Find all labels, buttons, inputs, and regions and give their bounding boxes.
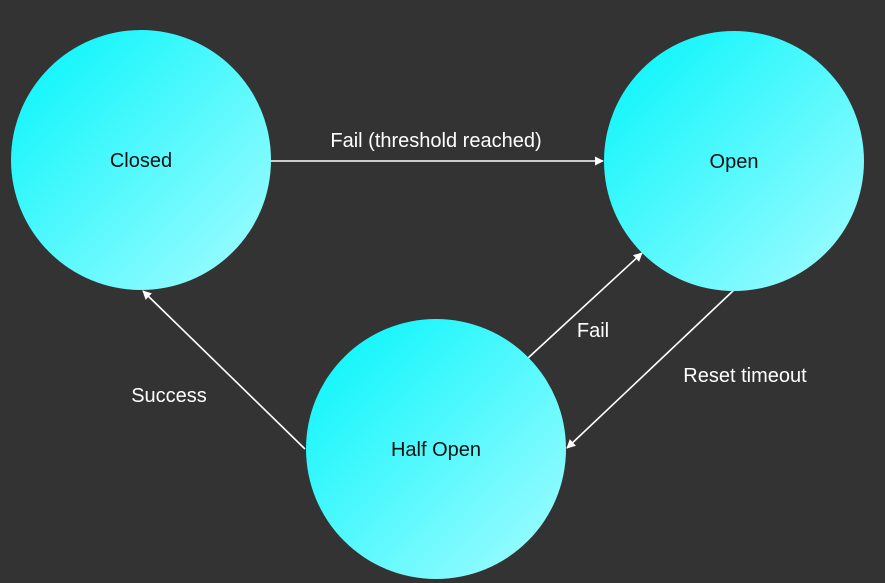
edge-label-half-open-to-closed: Success bbox=[131, 385, 207, 407]
edge-half-open-to-closed bbox=[142, 290, 306, 450]
state-label-open: Open bbox=[710, 151, 759, 173]
state-circle-open bbox=[604, 31, 864, 291]
state-node-half-open: Half Open bbox=[306, 319, 566, 579]
state-label-closed: Closed bbox=[110, 150, 172, 172]
edge-label-open-to-half-open: Reset timeout bbox=[683, 365, 807, 387]
edge-open-to-half-open bbox=[566, 288, 736, 449]
state-circle-half-open bbox=[306, 319, 566, 579]
edge-label-closed-to-open: Fail (threshold reached) bbox=[330, 130, 541, 152]
edge-label-half-open-to-open: Fail bbox=[577, 320, 609, 342]
state-circle-closed bbox=[11, 30, 271, 290]
state-node-closed: Closed bbox=[11, 30, 271, 290]
state-node-open: Open bbox=[604, 31, 864, 291]
edge-half-open-to-open bbox=[527, 252, 643, 359]
state-label-half-open: Half Open bbox=[391, 439, 481, 461]
